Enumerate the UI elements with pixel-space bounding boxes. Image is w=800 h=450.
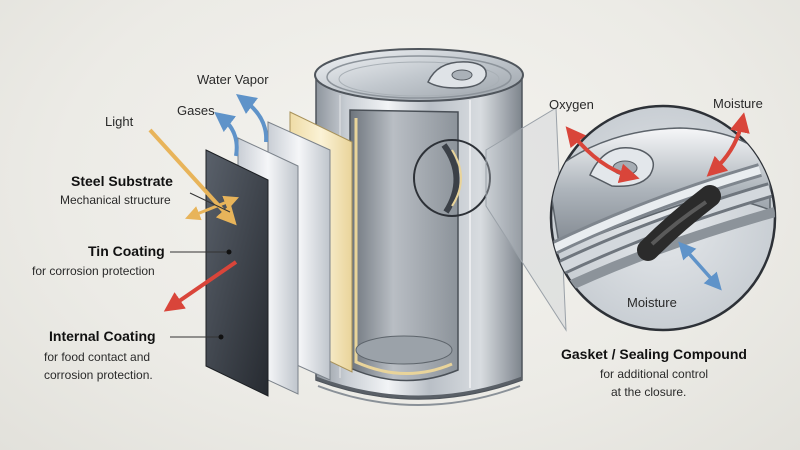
label-gases: Gases xyxy=(177,103,215,118)
label-steel-desc: Mechanical structure xyxy=(60,193,171,207)
oxygen-arrow-icon xyxy=(565,126,640,184)
can-inner-bottom xyxy=(355,335,453,365)
can xyxy=(314,48,524,406)
label-tin-desc: for corrosion protection xyxy=(32,264,155,278)
can-lid xyxy=(314,48,524,102)
can-cutaway-coating xyxy=(354,118,453,376)
layer-steel-substrate xyxy=(205,149,269,397)
seal-zoom-view xyxy=(549,104,777,332)
label-gasket-desc-1: for additional control xyxy=(600,367,709,381)
label-moisture-top: Moisture xyxy=(713,96,763,111)
label-internal-desc-1: for food contact and xyxy=(44,350,151,364)
seam-magnifier xyxy=(413,139,491,217)
moisture-bottom-arrow-icon xyxy=(678,241,722,291)
label-moisture-bottom: Moisture xyxy=(627,295,677,310)
steel-bidirectional-arrow-icon xyxy=(185,195,239,221)
moisture-arrow-icon xyxy=(706,112,750,177)
label-light: Light xyxy=(105,114,134,129)
label-internal-coating: Internal Coating xyxy=(49,328,156,344)
vapor-arrow-icon xyxy=(236,93,269,143)
red-arrow-icon xyxy=(163,260,238,312)
label-water-vapor: Water Vapor xyxy=(197,72,269,87)
label-gasket-desc-2: at the closure. xyxy=(611,385,687,399)
zoom-cone xyxy=(485,107,567,332)
gas-arrow-icon xyxy=(214,111,239,157)
label-gasket: Gasket / Sealing Compound xyxy=(561,346,747,362)
label-oxygen: Oxygen xyxy=(549,97,594,112)
label-steel-substrate: Steel Substrate xyxy=(71,173,173,189)
label-internal-desc-2: corrosion protection. xyxy=(44,368,153,382)
label-tin-coating: Tin Coating xyxy=(88,243,165,259)
can-cutaway xyxy=(349,109,459,382)
pull-tab-icon xyxy=(427,61,487,89)
